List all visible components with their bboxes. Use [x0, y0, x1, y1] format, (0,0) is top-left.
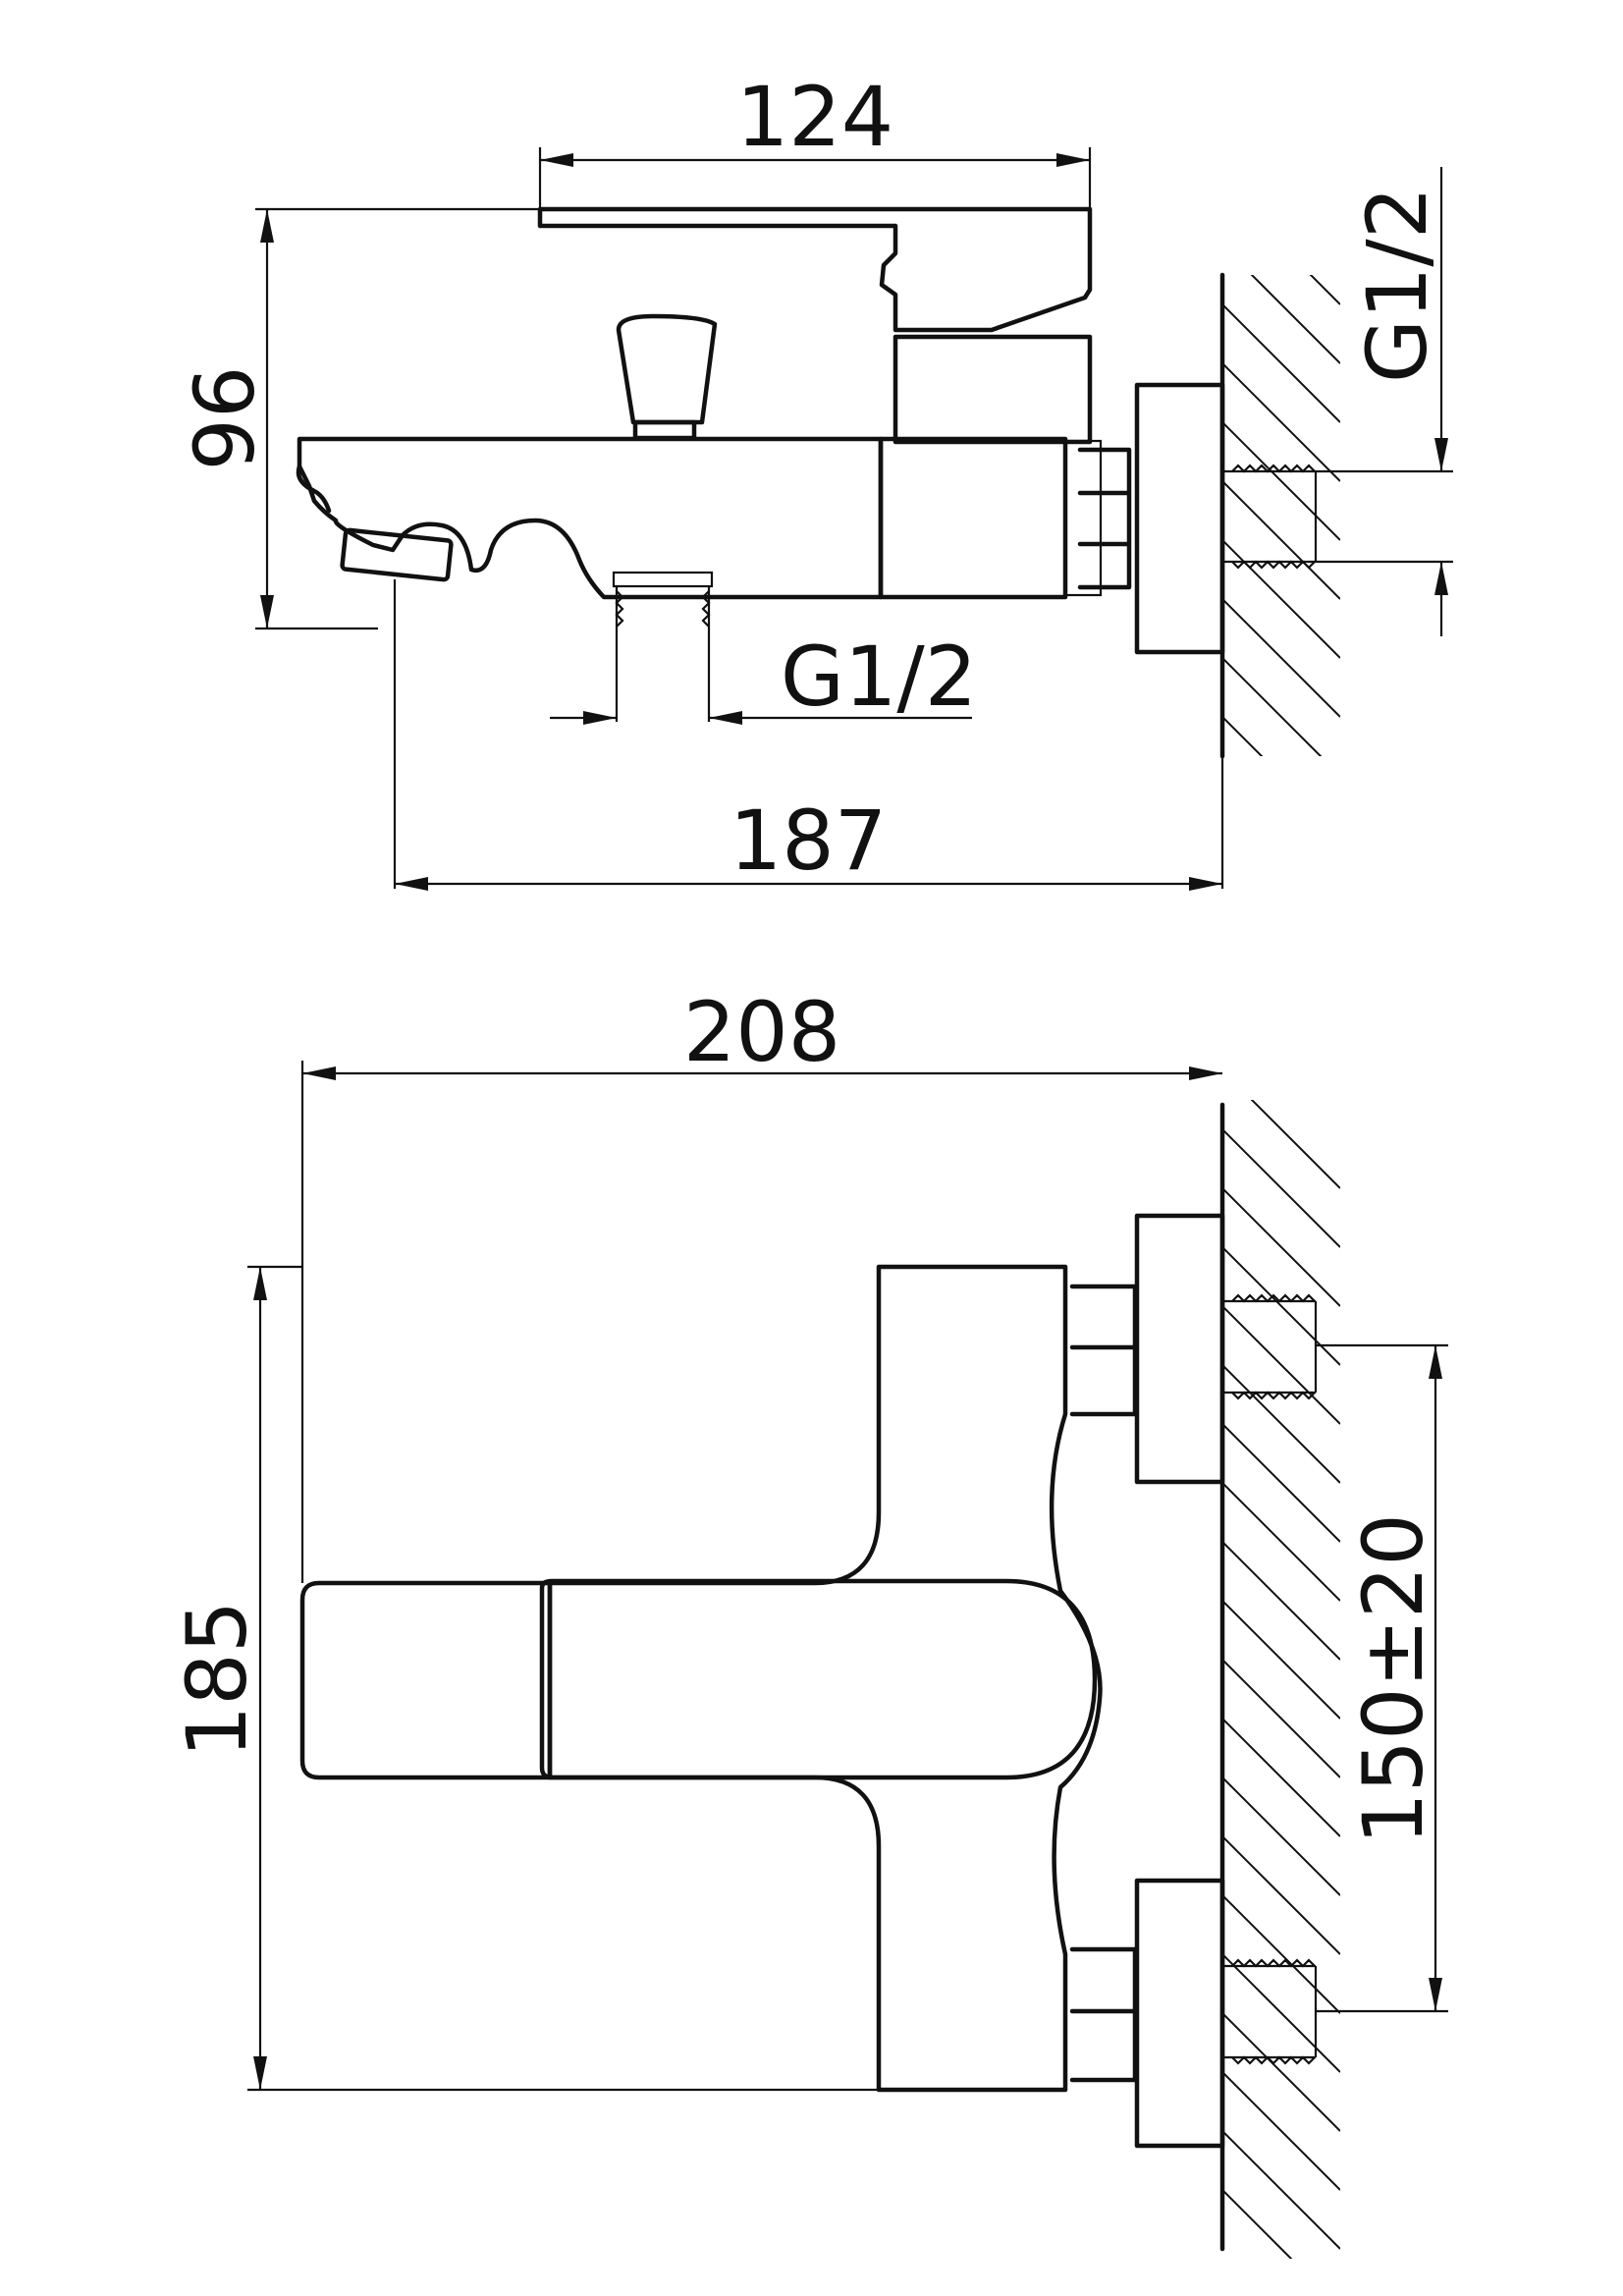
- upper-nut: [1069, 1284, 1138, 1417]
- lever-top: [539, 1578, 1098, 1780]
- dim-185: 185: [169, 1265, 879, 2092]
- dim-96: 96: [177, 207, 540, 630]
- cartridge-body: [893, 334, 1093, 445]
- eccentric-nut: [1077, 447, 1132, 590]
- lever-handle: [537, 206, 1093, 333]
- diverter-stem: [632, 419, 697, 441]
- side-view: 124 96 187 G1/2: [177, 69, 1453, 891]
- dim-label-150: 150±20: [1345, 1513, 1441, 1845]
- dim-thread-bottom: G1/2: [550, 629, 977, 725]
- dim-thread-wall: G1/2: [1316, 167, 1453, 636]
- spout-block-top: [299, 1580, 553, 1780]
- body-block: [878, 436, 1068, 600]
- spout-tip-curve: [296, 464, 332, 514]
- bottom-thread-nut: [612, 571, 714, 588]
- dim-label-thread-wall: G1/2: [1349, 187, 1445, 383]
- dim-label-thread-bottom: G1/2: [781, 629, 977, 725]
- upper-flange: [1134, 1213, 1225, 1485]
- dim-150: 150±20: [1316, 1343, 1448, 2013]
- dim-label-208: 208: [683, 984, 840, 1080]
- wall-hatch-side: [1222, 275, 1340, 756]
- lower-nut: [1069, 1946, 1138, 2083]
- top-view: 208 185 150±20: [169, 984, 1448, 2259]
- dim-label-96: 96: [177, 366, 273, 471]
- lower-flange: [1134, 1878, 1225, 2149]
- body-collar: [1063, 439, 1103, 597]
- mixer-body-outline: [547, 1264, 1103, 2093]
- dim-124: 124: [538, 69, 1092, 209]
- wall-hatch-top: [1222, 1100, 1340, 2259]
- aerator: [340, 527, 454, 582]
- dim-187: 187: [393, 579, 1224, 891]
- dim-label-187: 187: [730, 793, 887, 889]
- dim-208: 208: [300, 984, 1222, 1583]
- dim-label-185: 185: [169, 1601, 265, 1758]
- diverter-knob: [616, 313, 718, 425]
- bottom-thread: [612, 571, 714, 722]
- spout-body: [297, 436, 884, 600]
- upper-wall-thread: [1222, 1293, 1318, 1400]
- wall-thread-side: [1222, 464, 1318, 570]
- wall-flange: [1134, 382, 1225, 655]
- dim-label-124: 124: [736, 69, 893, 165]
